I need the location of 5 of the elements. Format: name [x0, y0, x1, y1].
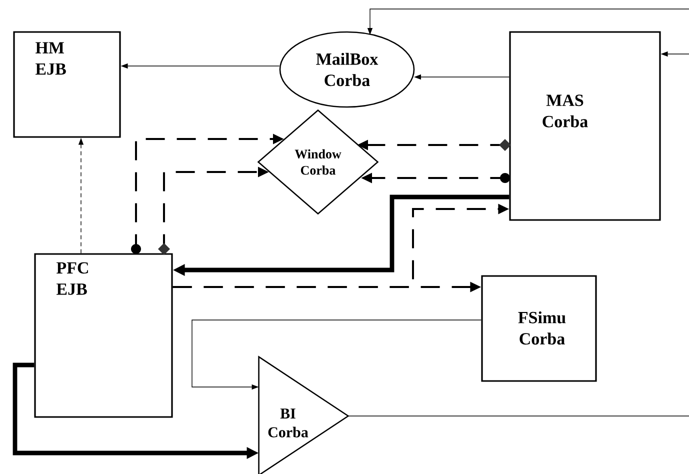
ellipse-node: MailBox Corba [279, 31, 415, 108]
process-box: MAS Corba [509, 31, 661, 221]
process-box: FSimu Corba [481, 275, 597, 382]
process-box: HM EJB [13, 31, 121, 138]
process-box: PFC EJB [34, 253, 173, 418]
